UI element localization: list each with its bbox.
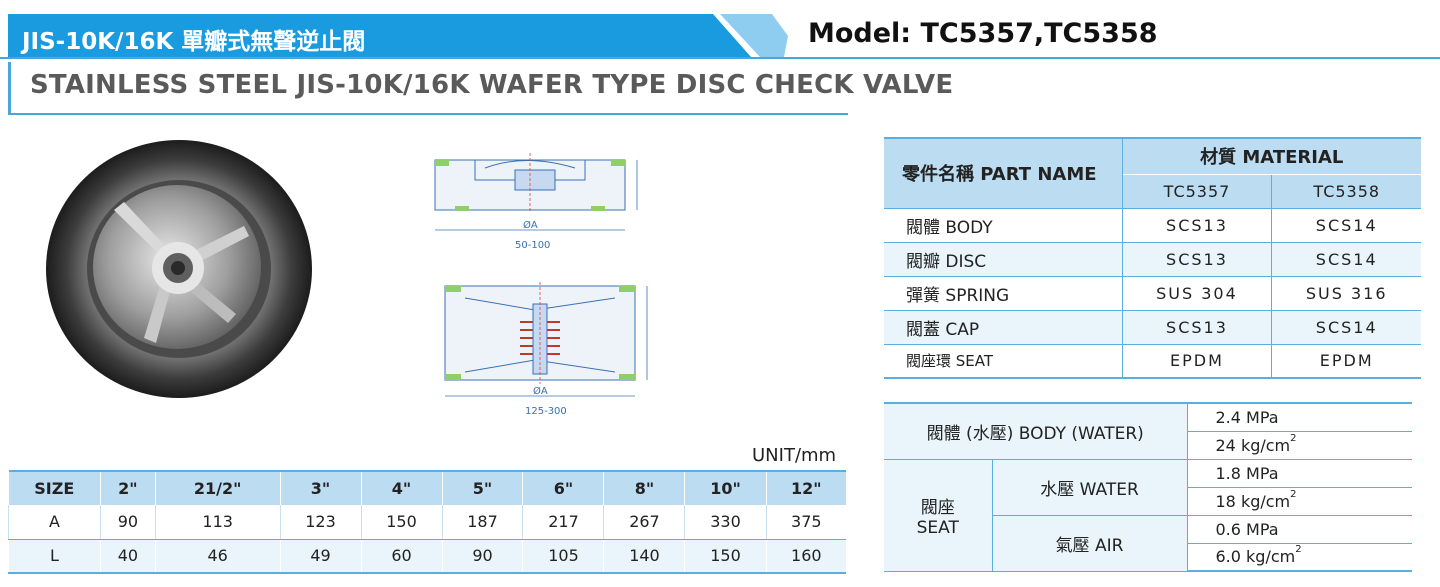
size-column-header: 5" (441, 470, 523, 505)
air-pressure-kg: 6.0 kg/cm2 (1187, 542, 1412, 572)
material-row: 閥蓋 CAP SCS13 SCS14 (884, 310, 1421, 345)
cell-value: 150 (360, 505, 442, 540)
drawing-large-range: 125-300 (525, 406, 567, 417)
cell-value: 90 (100, 505, 156, 540)
material-value: SCS13 (1122, 310, 1273, 345)
size-table: SIZE 2" 21/2" 3" 4" 5" 6" 8" 10" 12" A 9… (8, 470, 846, 574)
material-row: 閥瓣 DISC SCS13 SCS14 (884, 242, 1421, 277)
table-row: L 40 46 49 60 90 105 140 150 160 (8, 539, 846, 574)
cell-value: 60 (360, 539, 442, 574)
body-pressure-label: 閥體 (水壓) BODY (WATER) (884, 402, 1188, 460)
page-title: JIS-10K/16K 單瓣式無聲逆止閥 (22, 29, 366, 55)
unit-label: UNIT/mm (752, 445, 837, 466)
material-header: 材質 MATERIAL (1122, 137, 1421, 175)
row-label: L (8, 539, 101, 574)
size-column-header: 8" (603, 470, 685, 505)
drawing-small-dim-a: ØA (523, 219, 538, 231)
size-column-header: 3" (279, 470, 362, 505)
part-name: 彈簧 SPRING (884, 276, 1123, 311)
subtitle-accent-bar (8, 62, 11, 115)
page-subtitle: STAINLESS STEEL JIS-10K/16K WAFER TYPE D… (30, 70, 954, 100)
superscript: 2 (1295, 544, 1302, 556)
size-column-header: 4" (360, 470, 442, 505)
material-table: 零件名稱 PART NAME 材質 MATERIAL TC5357 TC5358… (884, 137, 1421, 379)
material-row: 彈簧 SPRING SUS 304 SUS 316 (884, 276, 1421, 311)
subtitle-divider (8, 113, 848, 115)
part-name: 閥體 BODY (884, 208, 1123, 243)
row-label: A (8, 505, 101, 540)
header-divider (0, 57, 1440, 59)
title-banner: JIS-10K/16K 單瓣式無聲逆止閥 (8, 14, 788, 57)
part-name: 閥座環 SEAT (884, 344, 1123, 379)
table-row: A 90 113 123 150 187 217 267 330 375 (8, 505, 846, 540)
size-column-header: 21/2" (154, 470, 281, 505)
size-column-header: 6" (522, 470, 604, 505)
cell-value: 217 (522, 505, 604, 540)
cell-value: 140 (603, 539, 685, 574)
air-pressure-mpa: 0.6 MPa (1186, 514, 1412, 544)
water-pressure-mpa: 1.8 MPa (1186, 458, 1412, 488)
drawing-small-valve: ØA 50-100 (425, 148, 650, 256)
cell-value: 330 (684, 505, 767, 540)
cell-value: 150 (684, 539, 767, 574)
material-value: SUS 316 (1271, 276, 1421, 311)
seat-label-en: SEAT (916, 517, 959, 538)
material-value: SCS14 (1271, 310, 1421, 345)
drawing-small-range: 50-100 (515, 240, 550, 251)
water-pressure-kg-value: 18 kg/cm (1215, 491, 1291, 511)
material-value: SUS 304 (1122, 276, 1273, 311)
cell-value: 49 (279, 539, 362, 574)
cell-value: 40 (100, 539, 156, 574)
material-value: SCS14 (1271, 242, 1421, 277)
cell-value: 160 (765, 539, 846, 574)
cell-value: 187 (441, 505, 523, 540)
cell-value: 123 (279, 505, 362, 540)
cell-value: 46 (154, 539, 281, 574)
part-name: 閥瓣 DISC (884, 242, 1123, 277)
water-pressure-kg: 18 kg/cm2 (1187, 486, 1412, 516)
pressure-table: 閥體 (水壓) BODY (WATER) 2.4 MPa 24 kg/cm2 閥… (884, 402, 1412, 572)
size-column-header: 2" (100, 470, 156, 505)
material-value: SCS14 (1271, 208, 1421, 243)
material-value: EPDM (1271, 344, 1421, 379)
title-banner-shape (8, 14, 788, 57)
seat-label: 閥座 SEAT (884, 458, 993, 572)
size-header: SIZE (8, 470, 101, 505)
material-value: EPDM (1122, 344, 1273, 379)
cell-value: 90 (441, 539, 523, 574)
model-header-tc5358: TC5358 (1271, 174, 1421, 209)
drawing-large-dim-a: ØA (533, 385, 548, 397)
drawing-large-valve: ØA 125-300 (425, 280, 660, 420)
size-column-header: 10" (684, 470, 767, 505)
model-header-tc5357: TC5357 (1122, 174, 1273, 209)
material-value: SCS13 (1122, 242, 1273, 277)
cell-value: 375 (765, 505, 846, 540)
seat-label-zh: 閥座 (920, 497, 955, 518)
body-pressure-kg: 24 kg/cm2 (1187, 430, 1412, 460)
part-name-header: 零件名稱 PART NAME (884, 137, 1123, 209)
cell-value: 105 (522, 539, 604, 574)
air-pressure-kg-value: 6.0 kg/cm (1215, 547, 1296, 567)
material-row: 閥座環 SEAT EPDM EPDM (884, 344, 1421, 379)
cell-value: 113 (154, 505, 281, 540)
size-column-header: 12" (765, 470, 846, 505)
model-number: Model: TC5357,TC5358 (808, 18, 1158, 49)
body-pressure-mpa: 2.4 MPa (1186, 402, 1412, 432)
superscript: 2 (1290, 432, 1297, 444)
material-value: SCS13 (1122, 208, 1273, 243)
part-name: 閥蓋 CAP (884, 310, 1123, 345)
body-pressure-kg-value: 24 kg/cm (1215, 435, 1291, 455)
cell-value: 267 (603, 505, 685, 540)
air-label: 氣壓 AIR (992, 514, 1188, 572)
valve-photo (44, 138, 314, 400)
material-row: 閥體 BODY SCS13 SCS14 (884, 208, 1421, 243)
water-label: 水壓 WATER (991, 458, 1188, 516)
superscript: 2 (1290, 488, 1297, 500)
